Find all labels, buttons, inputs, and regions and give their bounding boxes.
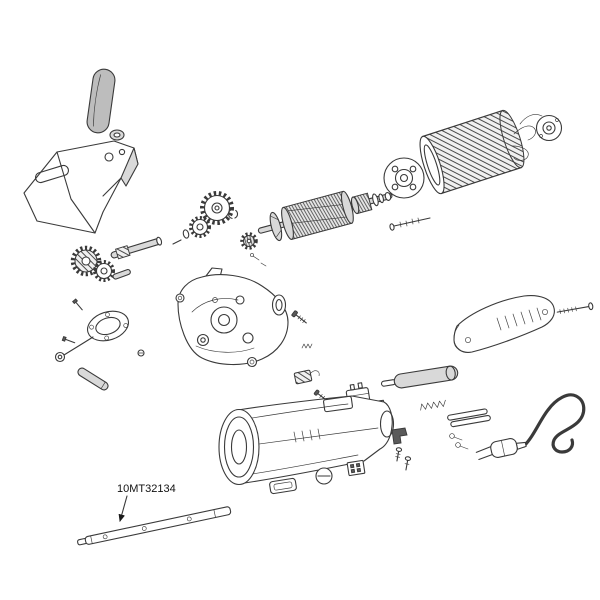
cord-sleeves	[447, 408, 491, 428]
cord-set	[447, 393, 586, 461]
gear-case	[23, 140, 139, 234]
side-handle	[86, 68, 125, 141]
ring-terminal	[449, 433, 455, 439]
cover-plate	[269, 477, 297, 495]
coil-spring	[420, 399, 446, 411]
helical-gear-pair	[70, 245, 131, 282]
pinion-gear	[240, 232, 258, 250]
terminal-block	[346, 459, 366, 477]
screw	[395, 447, 403, 462]
armature-assembly	[257, 190, 393, 242]
screw	[291, 310, 307, 324]
clamp-bracket	[54, 298, 145, 363]
sleeve-tube	[380, 365, 459, 389]
lead-wire	[511, 145, 529, 161]
snap-ring	[227, 208, 239, 220]
small-screws-gear-train	[250, 253, 267, 267]
part-callout: 10MT32134	[117, 483, 176, 523]
guide-bar	[77, 506, 232, 546]
center-fasteners	[291, 310, 338, 405]
motor-cover-shell	[453, 295, 555, 353]
spindle-shaft	[110, 229, 190, 260]
lead-wire	[519, 114, 543, 125]
spur-gear-large	[200, 191, 234, 225]
power-cable	[522, 393, 586, 454]
bearing-plate	[383, 157, 425, 199]
l-bracket	[391, 427, 408, 445]
carbon-brush	[293, 369, 320, 385]
dowel-pin	[77, 367, 109, 391]
lead-wire	[513, 125, 536, 141]
long-machine-screw	[389, 217, 431, 231]
housing-small-parts	[269, 427, 412, 495]
field-stator	[419, 109, 543, 195]
housing-screw	[556, 302, 594, 314]
clamp-screw	[61, 335, 76, 344]
part-number-label: 10MT32134	[117, 483, 176, 495]
small-spring	[301, 343, 313, 349]
callout-arrow	[118, 495, 128, 523]
clamp-screw	[72, 298, 83, 311]
gear-cover	[175, 267, 289, 368]
plug-prong	[478, 454, 493, 461]
main-housing	[218, 395, 395, 486]
spur-gear-small	[189, 216, 211, 238]
screw	[404, 456, 412, 471]
power-plug	[475, 438, 527, 461]
ring-terminal	[455, 442, 461, 448]
plug-prong	[475, 446, 492, 453]
end-bearing-cap	[535, 114, 563, 142]
